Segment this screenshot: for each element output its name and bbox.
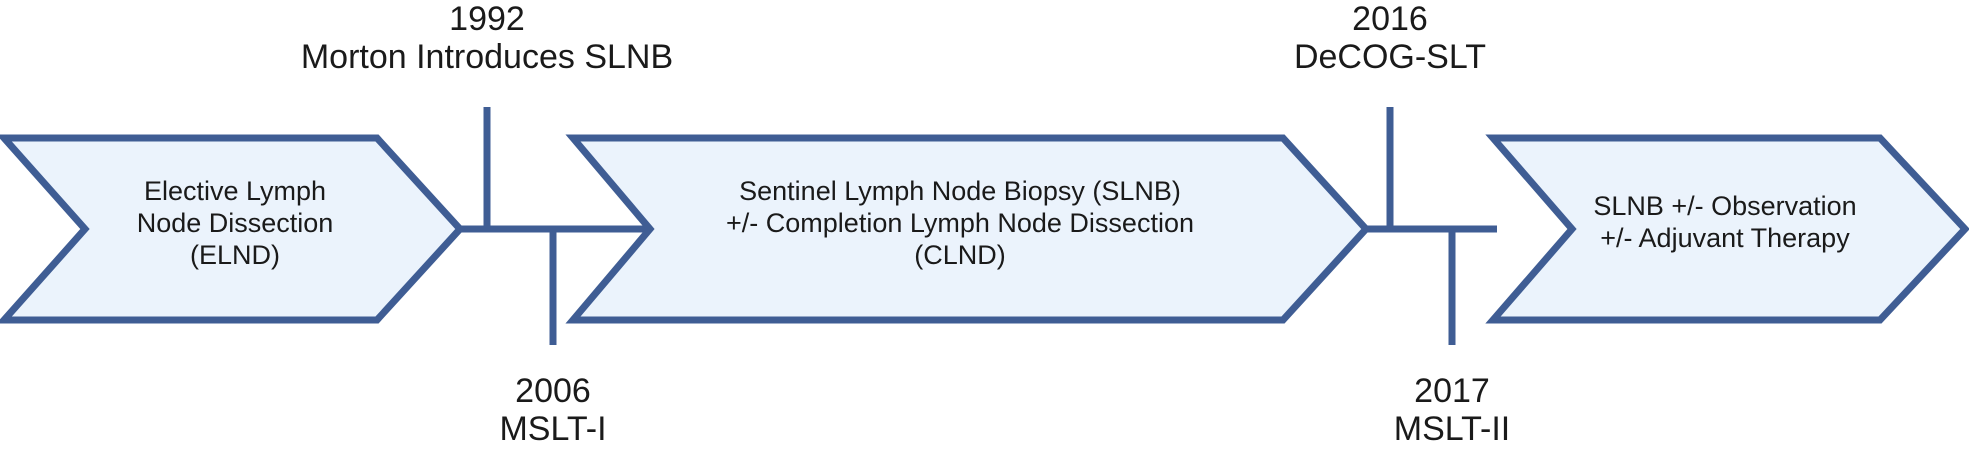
event-label-morton: 1992 Morton Introduces SLNB bbox=[237, 0, 737, 76]
event-label-mslt1: 2006 MSLT-I bbox=[403, 372, 703, 448]
stage-label-slnb: Sentinel Lymph Node Biopsy (SLNB) +/- Co… bbox=[726, 176, 1194, 270]
stage-arrow-adjuvant bbox=[1485, 134, 1969, 324]
event-name: Morton Introduces SLNB bbox=[300, 38, 674, 77]
event-year: 2016 bbox=[1352, 0, 1428, 38]
stage-arrow-elnd bbox=[0, 134, 465, 324]
stage-label-adjuvant: SLNB +/- Observation +/- Adjuvant Therap… bbox=[1593, 191, 1857, 253]
event-year: 2017 bbox=[1414, 372, 1490, 410]
event-name: MSLT-II bbox=[1393, 410, 1511, 449]
event-label-mslt2: 2017 MSLT-II bbox=[1302, 372, 1602, 448]
stage-arrow-slnb bbox=[565, 134, 1371, 324]
event-label-decog: 2016 DeCOG-SLT bbox=[1240, 0, 1540, 76]
event-name: MSLT-I bbox=[499, 410, 607, 449]
event-name: DeCOG-SLT bbox=[1293, 38, 1487, 77]
event-year: 2006 bbox=[515, 372, 591, 410]
stage-label-elnd: Elective Lymph Node Dissection (ELND) bbox=[136, 176, 334, 270]
event-year: 1992 bbox=[449, 0, 525, 38]
